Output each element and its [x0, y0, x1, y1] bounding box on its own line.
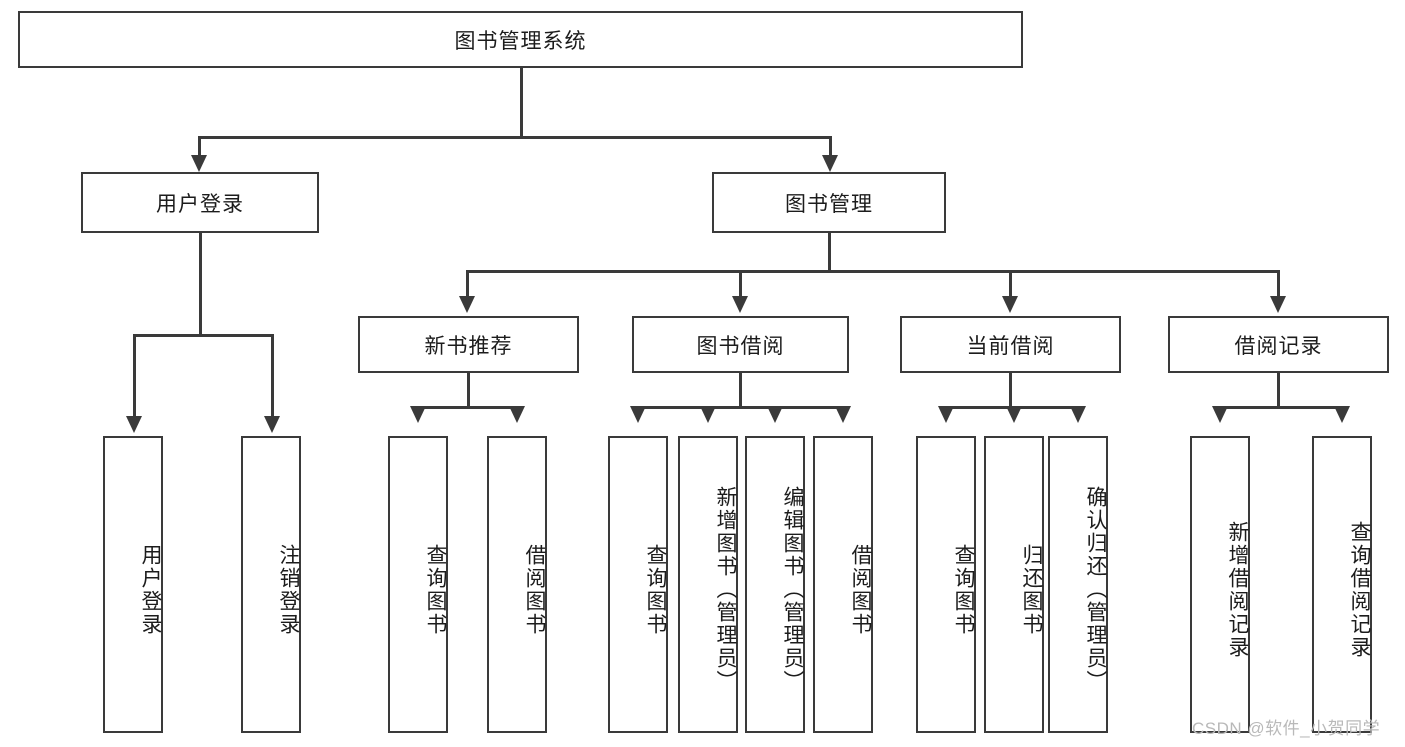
edge-root-drop-right — [829, 136, 832, 155]
edge-g2-bar — [637, 406, 843, 409]
arrow-to-borrow-record — [1270, 296, 1286, 313]
leaf-query-book-current-label: 查询图书 — [952, 543, 975, 636]
leaf-edit-book-admin[interactable]: 编辑图书（管理员） — [745, 436, 805, 733]
edge-g2-stem — [739, 373, 742, 406]
leaf-query-borrow-record[interactable]: 查询借阅记录 — [1312, 436, 1372, 733]
leaf-query-book-borrow[interactable]: 查询图书 — [608, 436, 668, 733]
arrow-g2-child-4 — [835, 406, 851, 423]
node-book-management-label: 图书管理 — [785, 192, 873, 216]
node-current-borrow[interactable]: 当前借阅 — [900, 316, 1121, 373]
node-root-label: 图书管理系统 — [454, 29, 587, 53]
leaf-confirm-return-admin[interactable]: 确认归还（管理员） — [1048, 436, 1108, 733]
csdn-watermark: CSDN @软件_小贺同学 — [1192, 719, 1381, 738]
leaf-borrow-book-rec-label: 借阅图书 — [523, 543, 546, 636]
leaf-add-borrow-record[interactable]: 新增借阅记录 — [1190, 436, 1250, 733]
arrow-to-leaf-logout — [264, 416, 280, 433]
leaf-add-book-admin-label: 新增图书（管理员） — [714, 486, 737, 693]
node-book-borrow-label: 图书借阅 — [696, 334, 785, 358]
edge-login-stem — [199, 233, 202, 334]
leaf-query-book-current[interactable]: 查询图书 — [916, 436, 976, 733]
leaf-logout[interactable]: 注销登录 — [241, 436, 301, 733]
arrow-g1-child-1 — [410, 406, 426, 423]
edge-books-drop-2 — [739, 270, 742, 296]
node-borrow-record-label: 借阅记录 — [1234, 334, 1323, 358]
edge-books-stem — [828, 233, 831, 270]
leaf-confirm-return-admin-label: 确认归还（管理员） — [1084, 486, 1107, 693]
arrow-g1-child-2 — [509, 406, 525, 423]
node-root[interactable]: 图书管理系统 — [18, 11, 1023, 68]
leaf-borrow-book-label: 借阅图书 — [849, 543, 872, 636]
leaf-query-book-rec[interactable]: 查询图书 — [388, 436, 448, 733]
arrow-to-book-management — [822, 155, 838, 172]
arrow-g2-child-1 — [630, 406, 646, 423]
arrow-to-leaf-user-login — [126, 416, 142, 433]
leaf-return-book-label: 归还图书 — [1020, 543, 1043, 636]
leaf-query-borrow-record-label: 查询借阅记录 — [1348, 520, 1371, 659]
leaf-edit-book-admin-label: 编辑图书（管理员） — [781, 486, 804, 693]
leaf-add-borrow-record-label: 新增借阅记录 — [1226, 520, 1249, 659]
node-new-book-recommend-label: 新书推荐 — [424, 334, 513, 358]
arrow-to-new-book-rec — [459, 296, 475, 313]
leaf-user-login-label: 用户登录 — [139, 543, 162, 636]
arrow-to-user-login — [191, 155, 207, 172]
arrow-g3-child-2 — [1006, 406, 1022, 423]
node-user-login-label: 用户登录 — [156, 192, 244, 216]
arrow-g4-child-1 — [1212, 406, 1228, 423]
arrow-g3-child-1 — [938, 406, 954, 423]
edge-g4-bar — [1219, 406, 1341, 409]
edge-root-drop-left — [198, 136, 201, 155]
edge-g1-stem — [467, 373, 470, 406]
leaf-borrow-book-rec[interactable]: 借阅图书 — [487, 436, 547, 733]
arrow-g4-child-2 — [1334, 406, 1350, 423]
edge-root-stem — [520, 68, 523, 136]
leaf-add-book-admin[interactable]: 新增图书（管理员） — [678, 436, 738, 733]
leaf-return-book[interactable]: 归还图书 — [984, 436, 1044, 733]
arrow-to-current-borrow — [1002, 296, 1018, 313]
node-book-borrow[interactable]: 图书借阅 — [632, 316, 849, 373]
node-borrow-record[interactable]: 借阅记录 — [1168, 316, 1389, 373]
node-new-book-recommend[interactable]: 新书推荐 — [358, 316, 579, 373]
node-user-login[interactable]: 用户登录 — [81, 172, 319, 233]
edge-books-drop-1 — [466, 270, 469, 296]
leaf-user-login[interactable]: 用户登录 — [103, 436, 163, 733]
edge-books-drop-4 — [1277, 270, 1280, 296]
edge-login-drop-right — [271, 334, 274, 416]
edge-login-bar — [133, 334, 271, 337]
edge-g3-stem — [1009, 373, 1012, 406]
node-current-borrow-label: 当前借阅 — [966, 334, 1055, 358]
arrow-g3-child-3 — [1070, 406, 1086, 423]
arrow-g2-child-2 — [700, 406, 716, 423]
edge-root-bar — [198, 136, 830, 139]
leaf-query-book-rec-label: 查询图书 — [424, 543, 447, 636]
arrow-to-book-borrow — [732, 296, 748, 313]
edge-books-drop-3 — [1009, 270, 1012, 296]
edge-g4-stem — [1277, 373, 1280, 406]
edge-login-drop-left — [133, 334, 136, 416]
leaf-query-book-borrow-label: 查询图书 — [644, 543, 667, 636]
node-book-management[interactable]: 图书管理 — [712, 172, 946, 233]
leaf-logout-label: 注销登录 — [277, 543, 300, 636]
edge-g1-bar — [417, 406, 517, 409]
leaf-borrow-book[interactable]: 借阅图书 — [813, 436, 873, 733]
edge-books-bar — [466, 270, 1278, 273]
arrow-g2-child-3 — [767, 406, 783, 423]
